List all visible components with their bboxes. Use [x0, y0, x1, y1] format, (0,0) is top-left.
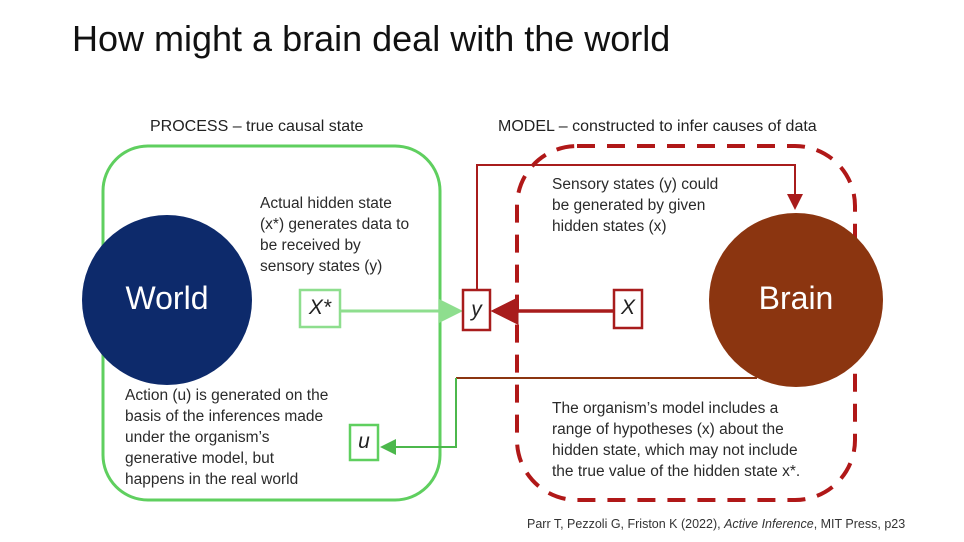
x-star-label: X*: [308, 296, 332, 319]
world-circle: [82, 215, 252, 385]
process-header: PROCESS – true causal state: [150, 118, 364, 135]
x-box: [612, 288, 644, 330]
citation: Parr T, Pezzoli G, Friston K (2022), Act…: [527, 517, 906, 531]
brain-to-u-arrow: [380, 378, 457, 455]
x-star-box: [298, 288, 342, 329]
model-header: MODEL – constructed to infer causes of d…: [498, 118, 817, 135]
world-label: World: [125, 280, 209, 316]
u-box: [348, 423, 380, 462]
y-label: y: [471, 298, 482, 321]
x-label: X: [620, 296, 635, 319]
u-label: u: [358, 430, 370, 453]
y-to-brain-arrow: [476, 164, 803, 290]
actual-hidden-text: Actual hidden state(x*) generates data t…: [260, 195, 410, 275]
brain-circle: [709, 213, 883, 387]
brain-label: Brain: [758, 280, 834, 316]
slide-title: How might a brain deal with the world: [72, 18, 671, 59]
